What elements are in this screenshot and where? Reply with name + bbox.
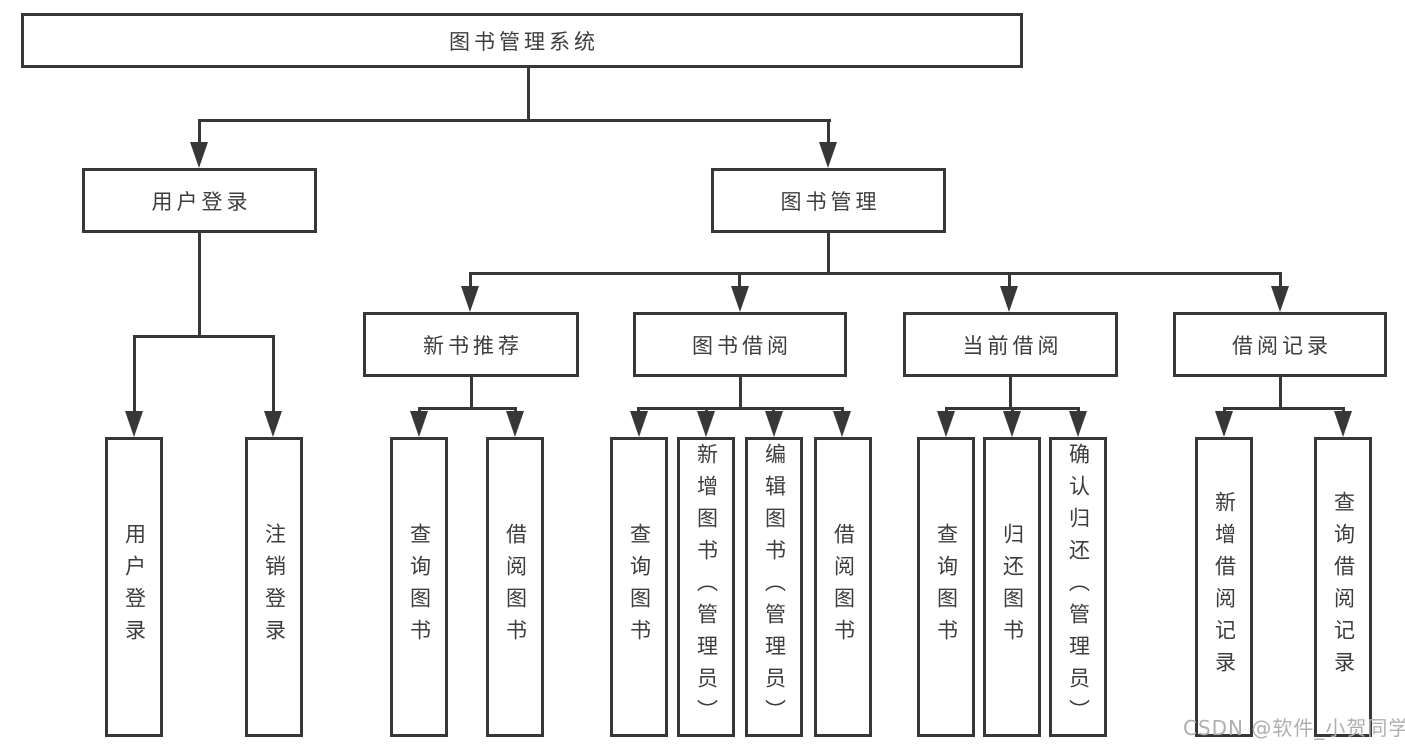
node-book-management-label: 图书管理 [780,189,881,214]
leaf-logout: 注销登录 [245,437,303,737]
arrow-down-icon [1003,411,1021,437]
leaf-query-book-current-label: 查询图书 [934,523,959,651]
leaf-query-borrow-record: 查询借阅记录 [1314,437,1372,737]
arrow-down-icon [410,411,428,437]
arrow-down-icon [461,286,479,312]
leaf-borrow-book-borrow: 借阅图书 [814,437,872,737]
node-new-book-recommend: 新书推荐 [363,312,579,377]
node-root-label: 图书管理系统 [449,29,599,54]
node-borrow-record-label: 借阅记录 [1232,333,1332,358]
connector-line [1009,377,1012,409]
connector-line [198,119,201,143]
node-current-borrow-label: 当前借阅 [962,333,1063,358]
leaf-add-borrow-record-label: 新增借阅记录 [1212,491,1237,683]
leaf-confirm-return-admin: 确认归还（管理员） [1049,437,1107,737]
connector-line [739,377,742,409]
arrow-down-icon [1271,286,1289,312]
leaf-add-borrow-record: 新增借阅记录 [1195,437,1253,737]
connector-line [1223,407,1345,410]
leaf-edit-book-admin-label: 编辑图书（管理员） [762,443,787,731]
node-borrow-record: 借阅记录 [1173,312,1387,377]
leaf-edit-book-admin: 编辑图书（管理员） [745,437,803,737]
connector-line [1279,377,1282,409]
arrow-down-icon [190,142,208,168]
leaf-return-book-label: 归还图书 [1000,523,1025,651]
node-root: 图书管理系统 [21,13,1023,68]
connector-line [827,233,830,275]
leaf-logout-label: 注销登录 [262,523,287,651]
connector-line [418,407,517,410]
arrow-down-icon [697,411,715,437]
arrow-down-icon [1334,411,1352,437]
arrow-down-icon [833,411,851,437]
connector-line [1279,272,1282,288]
node-book-borrow: 图书借阅 [633,312,847,377]
connector-line [198,119,831,122]
arrow-down-icon [1215,411,1233,437]
arrow-down-icon [264,411,282,437]
arrow-down-icon [765,411,783,437]
leaf-query-book-borrow-label: 查询图书 [627,523,652,651]
leaf-query-book-current: 查询图书 [917,437,975,737]
arrow-down-icon [819,142,837,168]
leaf-user-login-label: 用户登录 [122,523,147,651]
arrow-down-icon [1000,286,1018,312]
connector-line [133,335,136,413]
leaf-add-book-admin-label: 新增图书（管理员） [694,443,719,731]
arrow-down-icon [731,286,749,312]
leaf-borrow-book-recommend: 借阅图书 [486,437,544,737]
leaf-confirm-return-admin-label: 确认归还（管理员） [1066,443,1091,731]
arrow-down-icon [937,411,955,437]
arrow-down-icon [1069,411,1087,437]
csdn-watermark: CSDN @软件_小贺同学 [1183,716,1405,740]
connector-line [1008,272,1011,288]
connector-line [133,335,275,338]
node-book-management: 图书管理 [711,168,946,233]
connector-line [637,407,844,410]
arrow-down-icon [125,411,143,437]
connector-line [272,335,275,413]
connector-line [527,68,530,122]
node-new-book-recommend-label: 新书推荐 [423,333,523,358]
leaf-query-book-recommend-label: 查询图书 [407,523,432,651]
arrow-down-icon [630,411,648,437]
arrow-down-icon [506,411,524,437]
leaf-add-book-admin: 新增图书（管理员） [677,437,735,737]
node-current-borrow: 当前借阅 [903,312,1118,377]
leaf-user-login: 用户登录 [105,437,163,737]
connector-line [470,377,473,409]
connector-line [469,272,1282,275]
leaf-borrow-book-recommend-label: 借阅图书 [503,523,528,651]
leaf-query-book-recommend: 查询图书 [390,437,448,737]
node-user-login: 用户登录 [82,168,317,233]
connector-line [469,272,472,288]
connector-line [738,272,741,288]
node-book-borrow-label: 图书借阅 [692,333,792,358]
connector-line [827,119,830,143]
connector-line [198,233,201,338]
leaf-return-book: 归还图书 [983,437,1041,737]
leaf-query-borrow-record-label: 查询借阅记录 [1331,491,1356,683]
leaf-borrow-book-borrow-label: 借阅图书 [831,523,856,651]
node-user-login-label: 用户登录 [151,189,252,214]
leaf-query-book-borrow: 查询图书 [610,437,668,737]
